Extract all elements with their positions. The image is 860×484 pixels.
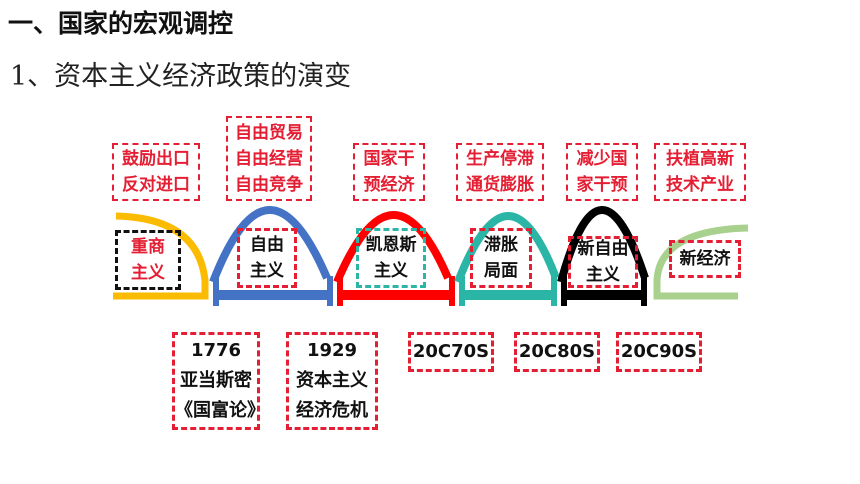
stage-label: 新经济	[679, 249, 731, 269]
stage-box-new-economy: 新经济	[669, 240, 741, 278]
liberalism-bar-left-cap	[213, 276, 219, 306]
neoliberalism-bar-left-cap	[561, 276, 567, 306]
policy-box-keynesianism: 国家干 预经济	[353, 143, 425, 201]
stage-label: 滞胀 局面	[484, 235, 518, 281]
stage-box-mercantilism: 重商 主义	[115, 230, 181, 290]
policy-label: 减少国 家干预	[576, 149, 628, 195]
policy-box-mercantilism: 鼓励出口 反对进口	[112, 143, 200, 201]
policy-box-liberalism: 自由贸易 自由经营 自由竞争	[226, 116, 312, 201]
liberalism-bar	[213, 290, 333, 300]
stage-label: 新自由 主义	[577, 239, 629, 285]
stage-box-neoliberalism: 新自由 主义	[568, 236, 638, 288]
event-box-1776: 1776 亚当斯密 《国富论》	[172, 332, 265, 430]
mercantilism-curve	[113, 212, 209, 300]
stage-label: 凯恩斯 主义	[365, 235, 417, 281]
policy-label: 鼓励出口 反对进口	[122, 149, 190, 195]
neoliberalism-bar	[561, 290, 647, 300]
stagflation-bar	[459, 290, 557, 300]
event-label: 1929 资本主义 经济危机	[296, 340, 368, 421]
policy-label: 国家干 预经济	[363, 149, 415, 195]
event-box-20c90s: 20C90S	[616, 332, 702, 372]
keynesianism-bar	[337, 290, 455, 300]
policy-label: 自由贸易 自由经营 自由竞争	[235, 122, 303, 195]
event-label: 1776 亚当斯密 《国富论》	[175, 340, 265, 421]
policy-label: 生产停滞 通货膨胀	[466, 149, 534, 195]
event-box-20c70s: 20C70S	[408, 332, 494, 372]
policy-box-new-economy: 扶植高新 技术产业	[654, 143, 746, 201]
stage-box-stagflation: 滞胀 局面	[470, 228, 532, 288]
page-subtitle: 1、资本主义经济政策的演变	[10, 61, 352, 92]
page-title: 一、国家的宏观调控	[8, 9, 234, 38]
event-box-1929: 1929 资本主义 经济危机	[286, 332, 378, 430]
stagflation-bar-right-cap	[551, 276, 557, 306]
event-label: 20C80S	[518, 341, 596, 362]
new-economy-curve	[653, 224, 749, 300]
stage-box-liberalism: 自由 主义	[237, 228, 297, 288]
stage-label: 自由 主义	[250, 235, 284, 281]
event-label: 20C90S	[620, 341, 698, 362]
keynesianism-curve	[333, 211, 452, 284]
keynesianism-bar-left-cap	[337, 276, 343, 306]
policy-box-neoliberalism: 减少国 家干预	[566, 143, 638, 201]
stagflation-bar-left-cap	[459, 276, 465, 306]
event-label: 20C70S	[412, 341, 490, 362]
policy-label: 扶植高新 技术产业	[666, 149, 734, 195]
event-box-20c80s: 20C80S	[514, 332, 600, 372]
stage-label: 重商 主义	[131, 237, 165, 283]
policy-box-stagflation: 生产停滞 通货膨胀	[456, 143, 544, 201]
liberalism-bar-right-cap	[327, 276, 333, 306]
liberalism-curve	[209, 206, 331, 284]
neoliberalism-bar-right-cap	[641, 276, 647, 306]
keynesianism-bar-right-cap	[449, 276, 455, 306]
stage-box-keynesianism: 凯恩斯 主义	[356, 228, 426, 288]
